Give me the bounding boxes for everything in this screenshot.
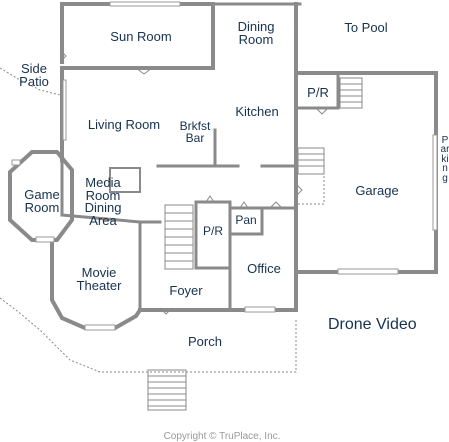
doors	[59, 49, 329, 315]
pantry-label: Pan	[235, 213, 257, 227]
upper-powder-room-label: P/R	[307, 85, 329, 100]
dining-area-label: Dining Area	[84, 200, 122, 228]
sun-room-label: Sun Room	[110, 29, 172, 44]
foyer-label: Foyer	[169, 283, 203, 298]
side-patio-label: Side Patio	[19, 61, 49, 89]
kitchen-label: Kitchen	[235, 104, 279, 119]
porch-label: Porch	[188, 334, 222, 349]
stairs	[147, 77, 363, 411]
living-room-label: Living Room	[87, 117, 161, 132]
game-room-label: Game Room	[24, 187, 60, 215]
garage-label: Garage	[355, 183, 399, 198]
parking-label: Parking	[440, 135, 449, 184]
walls	[8, 2, 438, 330]
media-room-label: Media Room	[85, 175, 121, 203]
to-pool-label: To Pool	[344, 20, 388, 35]
office-label: Office	[247, 261, 281, 276]
lower-powder-room-label: P/R	[202, 224, 224, 238]
copyright-notice: Copyright © TruPlace, Inc.	[163, 431, 281, 442]
dining-room-label: Dining Room	[237, 19, 275, 47]
dashed-outlines	[0, 0, 325, 373]
windows	[11, 1, 438, 331]
breakfast-bar-label: Brkfst Bar	[179, 119, 211, 145]
drone-video-link[interactable]: Drone Video	[328, 316, 417, 333]
movie-theater-label: Movie Theater	[76, 265, 122, 293]
